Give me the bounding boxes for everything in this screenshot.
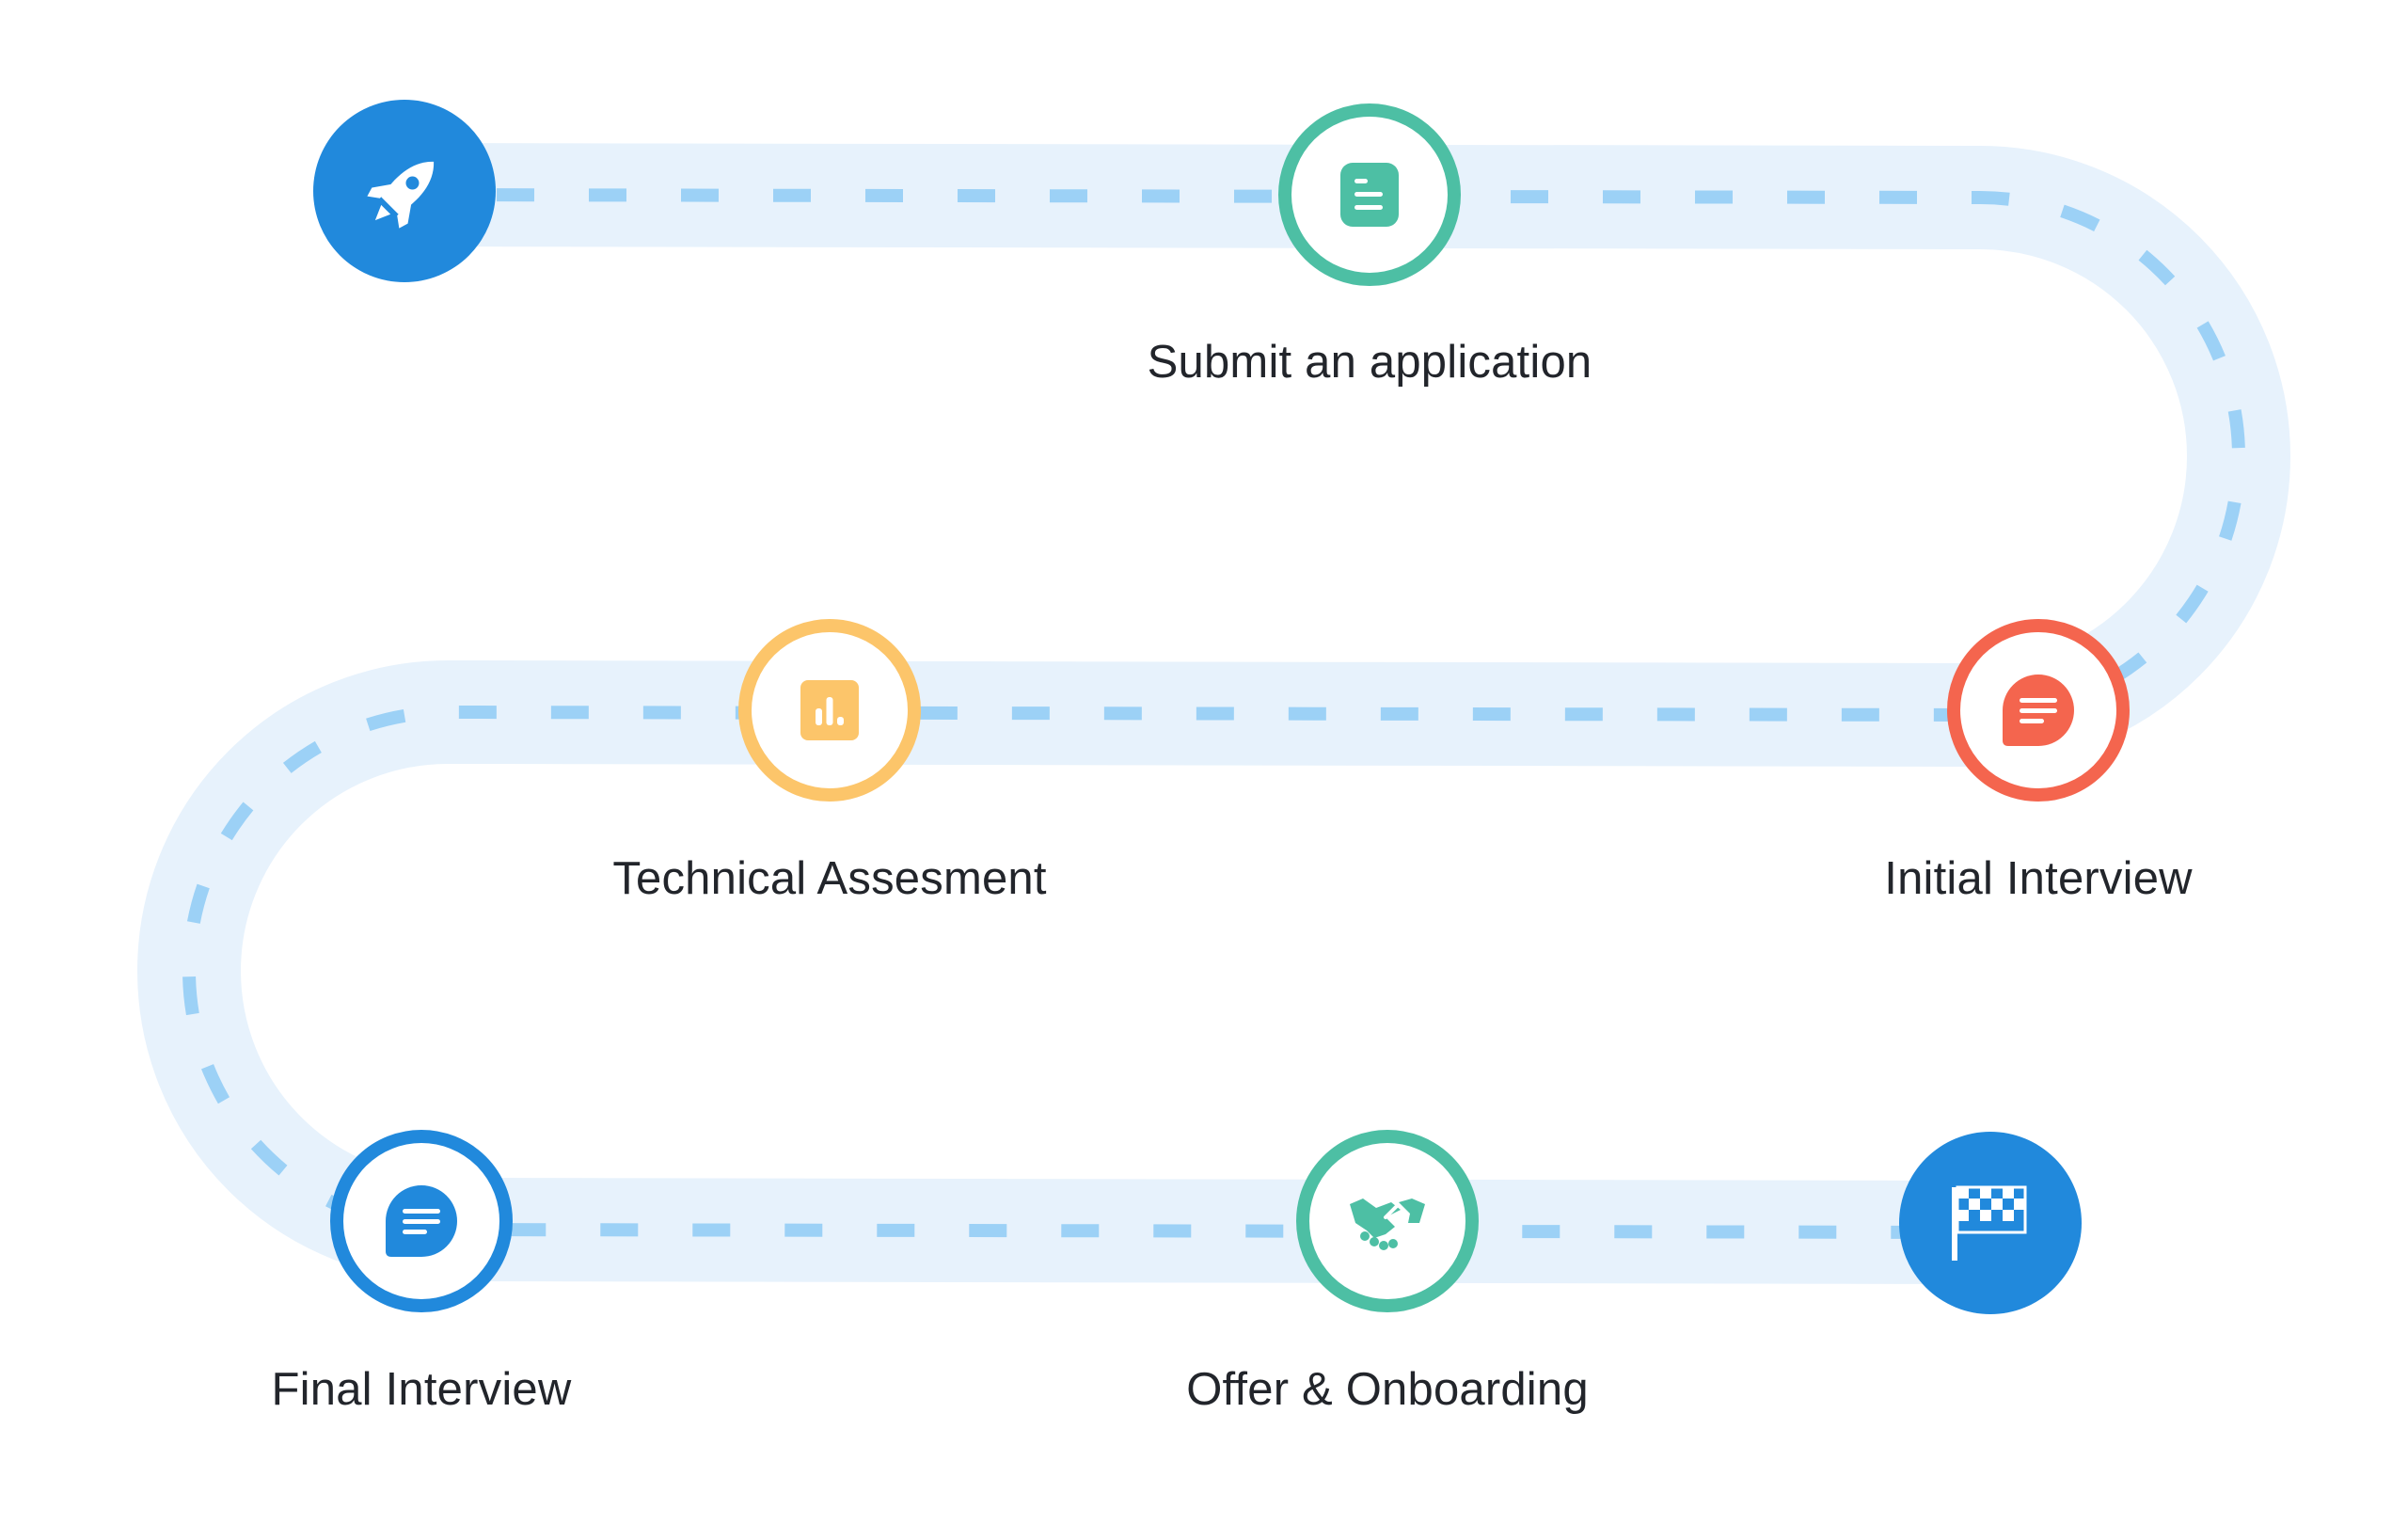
- document-icon: [1340, 163, 1399, 227]
- step-label-offer-onboarding: Offer & Onboarding: [1186, 1364, 1589, 1415]
- finish-node-circle: [1899, 1132, 2082, 1314]
- step-label-technical-assesment: Technical Assesment: [612, 853, 1047, 904]
- road-dashed-centerline: [182, 188, 2245, 1239]
- handshake-icon: [1350, 1199, 1425, 1250]
- step-label-submit-application: Submit an application: [1147, 337, 1592, 388]
- start-node[interactable]: [313, 100, 496, 282]
- step-label-final-interview: Final Interview: [271, 1364, 572, 1415]
- step-node-final-interview[interactable]: [330, 1130, 513, 1312]
- finish-node[interactable]: [1899, 1132, 2082, 1314]
- rocket-icon: [367, 161, 435, 229]
- chat-bubble-icon: [386, 1185, 457, 1257]
- chat-bubble-icon: [2003, 675, 2074, 746]
- step-node-initial-interview[interactable]: [1947, 619, 2130, 802]
- step-node-technical-assesment[interactable]: [738, 619, 921, 802]
- step-label-initial-interview: Initial Interview: [1884, 853, 2193, 904]
- bar-chart-icon: [800, 680, 859, 740]
- step-node-offer-onboarding[interactable]: [1296, 1130, 1479, 1312]
- step-node-submit-application[interactable]: [1278, 103, 1461, 286]
- checkered-flag-icon: [1952, 1185, 2027, 1261]
